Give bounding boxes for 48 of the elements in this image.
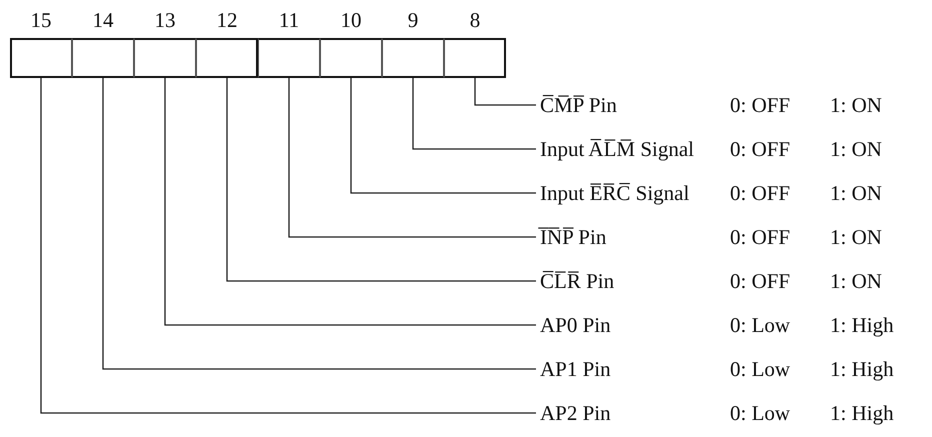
register-bit-cell — [196, 38, 258, 78]
bit-value-text: 0: OFF — [730, 225, 790, 249]
bit-value-text: 0: Low — [730, 401, 790, 425]
register-bit-cell — [134, 38, 196, 78]
bit-value-text: 0: OFF — [730, 137, 790, 161]
bit-number: 15 — [30, 8, 52, 33]
bit-description: I̅N̅P̅ Pin — [540, 225, 606, 249]
leader-line — [40, 78, 536, 414]
bit-value-text: 0: OFF — [730, 181, 790, 205]
register-bit-cell — [258, 38, 320, 78]
leader-line — [102, 78, 536, 370]
register-bit-cell — [444, 38, 506, 78]
bit-number: 12 — [216, 8, 238, 33]
bit-number: 11 — [278, 8, 300, 33]
leader-line — [226, 78, 536, 282]
bit-number: 13 — [154, 8, 176, 33]
bit-number: 10 — [340, 8, 362, 33]
leader-line — [412, 78, 536, 150]
leader-line — [350, 78, 536, 194]
bit-description: AP1 Pin — [540, 357, 611, 381]
bit-number: 8 — [468, 8, 482, 33]
bit-description: Input E̅R̅C̅ Signal — [540, 181, 690, 205]
bit-number: 9 — [406, 8, 420, 33]
bit-value-text: 1: ON — [830, 137, 882, 161]
register-bit-cell — [10, 38, 72, 78]
register-bit-cell — [320, 38, 382, 78]
bit-value-text: 1: ON — [830, 93, 882, 117]
leader-line — [164, 78, 536, 326]
bit-value-text: 1: ON — [830, 225, 882, 249]
leader-line — [288, 78, 536, 238]
bit-value-text: 1: High — [830, 401, 894, 425]
bit-number: 14 — [92, 8, 114, 33]
bit-value-text: 0: Low — [730, 357, 790, 381]
bit-value-text: 1: High — [830, 357, 894, 381]
register-bit-cell — [72, 38, 134, 78]
bit-value-text: 0: Low — [730, 313, 790, 337]
bit-value-text: 0: OFF — [730, 269, 790, 293]
bit-description: C̅M̅P̅ Pin — [540, 93, 617, 117]
register-bit-cell — [382, 38, 444, 78]
bit-description: AP2 Pin — [540, 401, 611, 425]
bit-description: Input A̅L̅M̅ Signal — [540, 137, 694, 161]
bit-value-text: 1: High — [830, 313, 894, 337]
leader-line — [474, 78, 536, 106]
bit-description: AP0 Pin — [540, 313, 611, 337]
bit-description: C̅L̅R̅ Pin — [540, 269, 614, 293]
bit-value-text: 1: ON — [830, 269, 882, 293]
bit-value-text: 0: OFF — [730, 93, 790, 117]
bit-value-text: 1: ON — [830, 181, 882, 205]
